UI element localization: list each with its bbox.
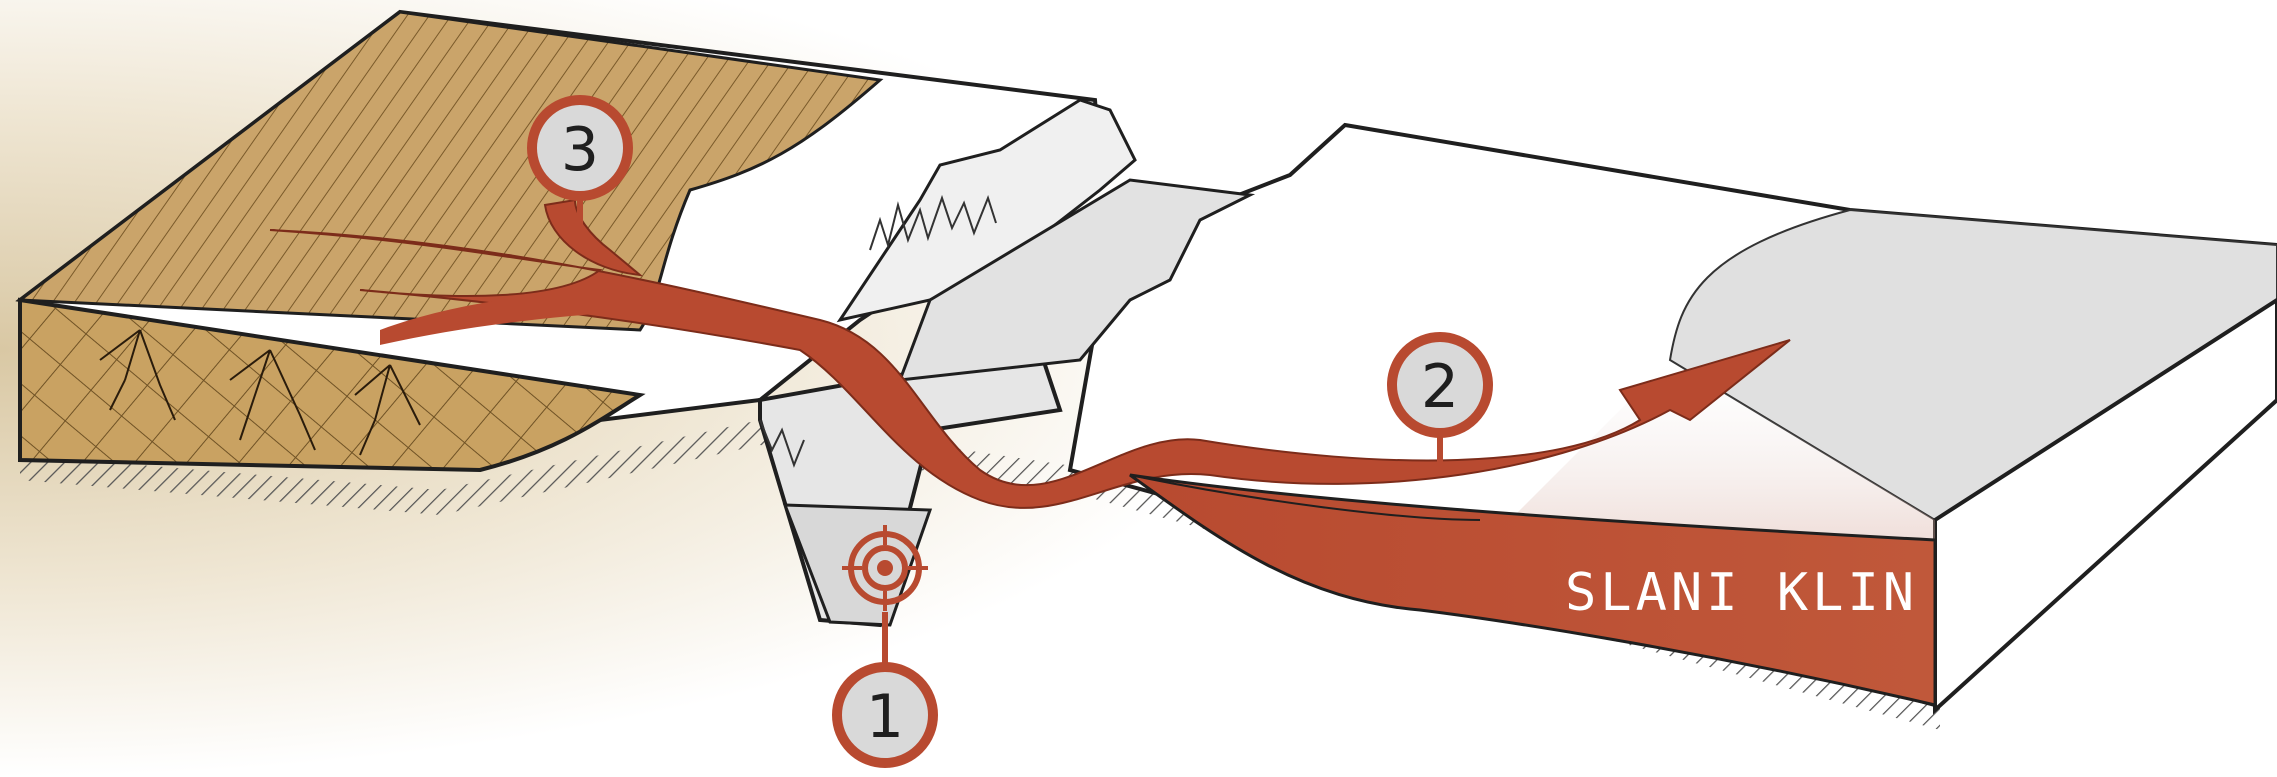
marker-1-label: 1 xyxy=(866,682,904,752)
marker-2-label: 2 xyxy=(1421,352,1459,422)
marker-3-label: 3 xyxy=(561,115,599,185)
wedge-label: SLANI KLIN xyxy=(1565,563,1918,623)
